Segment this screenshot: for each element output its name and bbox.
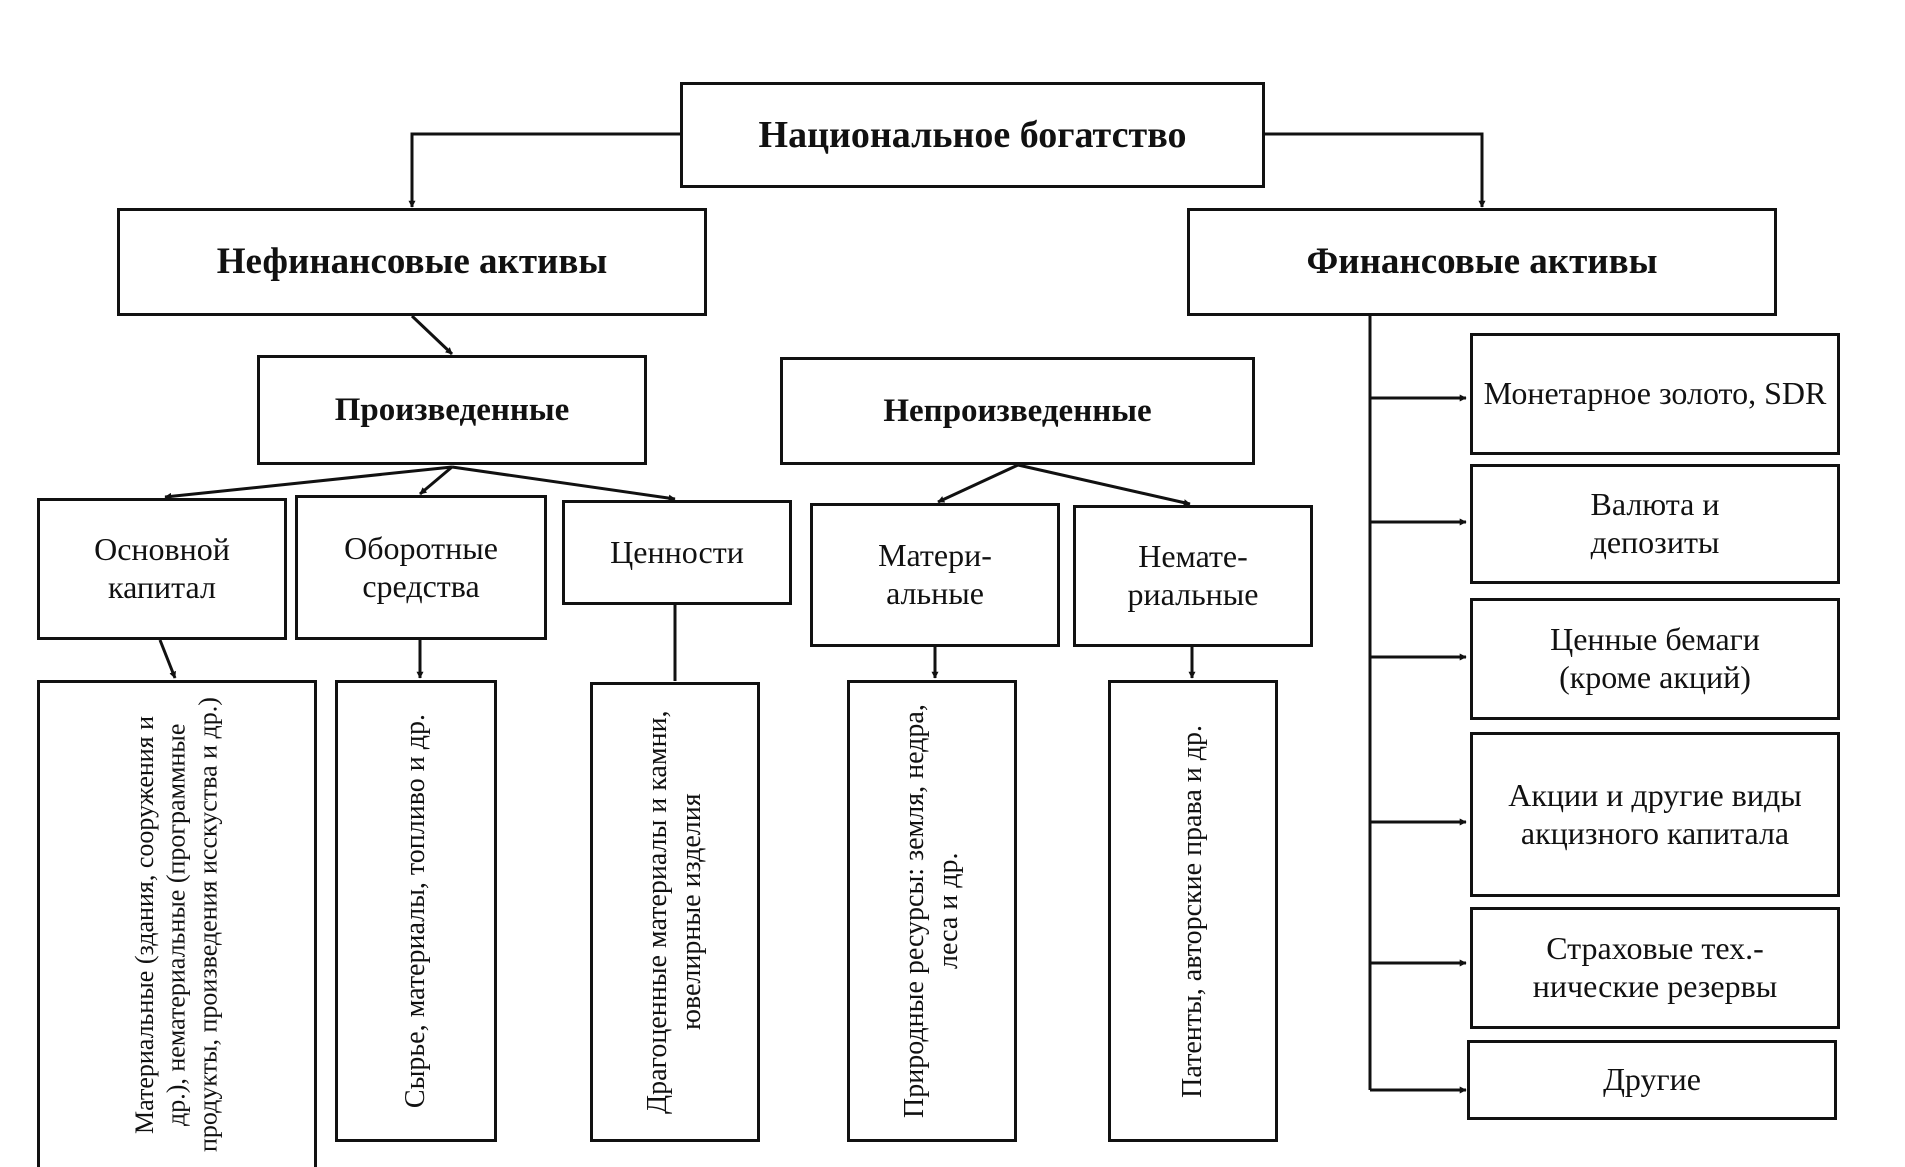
detail-working-capital: Сырье, материалы, топливо и др. <box>335 680 497 1142</box>
tangible-detail-text: Природные ресурсы: земля, недра, леса и … <box>898 704 964 1118</box>
nonproduced-label: Непроизведенные <box>883 392 1152 429</box>
fin-item-4-label: Акции и другие виды акцизного капитала <box>1508 776 1802 851</box>
fin-item-1-label: Монетарное золото, SDR <box>1483 375 1827 412</box>
detail-tangible: Природные ресурсы: земля, недра, леса и … <box>847 680 1017 1142</box>
arrow-root-to-nonfinancial <box>408 132 680 208</box>
valuables-detail-text: Драгоценные материалы и камни, ювелирные… <box>641 710 707 1114</box>
fin-item-insurance-reserves: Страховые тех.-нические резервы <box>1470 907 1840 1029</box>
arrow-root-to-financial <box>1265 132 1486 208</box>
detail-intangible: Патенты, авторские права и др. <box>1108 680 1278 1142</box>
node-valuables: Ценности <box>562 500 792 605</box>
working-capital-detail-text: Сырье, материалы, топливо и др. <box>399 713 431 1109</box>
node-intangible: Немате-риальные <box>1073 505 1313 647</box>
node-produced: Произведенные <box>257 355 647 465</box>
arrow-fixed-capital-to-detail <box>158 639 177 679</box>
detail-valuables: Драгоценные материалы и камни, ювелирные… <box>590 682 760 1142</box>
intangible-detail-text: Патенты, авторские права и др. <box>1176 724 1208 1098</box>
fin-item-shares: Акции и другие виды акцизного капитала <box>1470 732 1840 897</box>
node-tangible: Матери-альные <box>810 503 1060 647</box>
node-working-capital: Оборотные средства <box>295 495 547 640</box>
fin-item-securities: Ценные бемаги (кроме акций) <box>1470 598 1840 720</box>
detail-fixed-capital: Материальные (здания, сооружения и др.),… <box>37 680 317 1167</box>
nonfinancial-label: Нефинансовые активы <box>216 241 608 283</box>
node-fixed-capital: Основной капитал <box>37 498 287 640</box>
fixed-capital-detail-text: Материальные (здания, сооружения и др.),… <box>130 697 223 1153</box>
root-node-national-wealth: Национальное богатство <box>680 82 1265 188</box>
arrow-nonproduced-to-tangible <box>937 463 1019 504</box>
financial-label: Финансовые активы <box>1306 241 1658 283</box>
tangible-label: Матери-альные <box>878 537 992 611</box>
fin-item-3-label: Ценные бемаги (кроме акций) <box>1550 621 1760 695</box>
valuables-label: Ценности <box>610 533 744 570</box>
working-capital-label: Оборотные средства <box>344 529 498 604</box>
produced-label: Произведенные <box>334 391 570 428</box>
fin-item-other: Другие <box>1467 1040 1837 1120</box>
node-nonfinancial-assets: Нефинансовые активы <box>117 208 707 316</box>
node-financial-assets: Финансовые активы <box>1187 208 1777 316</box>
intangible-label: Немате-риальные <box>1127 538 1259 612</box>
fin-item-6-label: Другие <box>1603 1061 1701 1098</box>
node-nonproduced: Непроизведенные <box>780 357 1255 465</box>
root-label: Национальное богатство <box>758 113 1187 156</box>
fin-item-currency-deposits: Валюта и депозиты <box>1470 464 1840 584</box>
fin-item-5-label: Страховые тех.-нические резервы <box>1532 930 1778 1004</box>
arrow-produced-to-fixed-capital <box>164 465 453 500</box>
arrow-nonfinancial-to-produced <box>410 314 454 356</box>
fin-item-monetary-gold: Монетарное золото, SDR <box>1470 333 1840 455</box>
fixed-capital-label: Основной капитал <box>94 531 230 605</box>
arrow-produced-to-working-capital <box>419 465 453 496</box>
fin-item-2-label: Валюта и депозиты <box>1590 486 1720 560</box>
arrow-nonproduced-to-intangible <box>1017 463 1191 507</box>
